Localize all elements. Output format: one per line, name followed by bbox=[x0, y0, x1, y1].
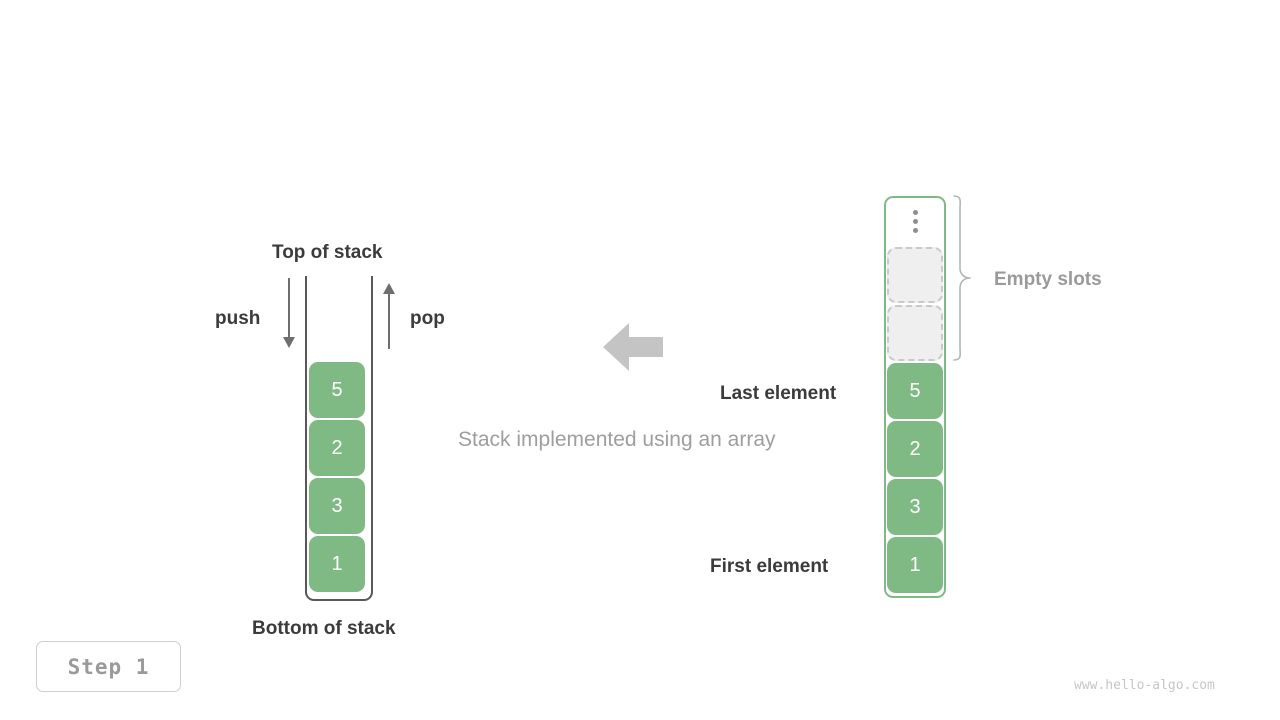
step-badge: Step 1 bbox=[36, 641, 181, 692]
array-empty-slot bbox=[887, 305, 943, 361]
stack-container bbox=[305, 276, 373, 601]
array-cell: 1 bbox=[887, 537, 943, 593]
first-element-label: First element bbox=[710, 556, 829, 577]
stack-cell: 1 bbox=[309, 536, 365, 592]
arrow-left-icon bbox=[603, 321, 663, 373]
stack-cell: 3 bbox=[309, 478, 365, 534]
last-element-label: Last element bbox=[720, 383, 837, 404]
empty-slots-label: Empty slots bbox=[994, 269, 1102, 290]
array-cell-list: 5 2 3 1 bbox=[887, 247, 943, 595]
array-cell: 5 bbox=[887, 363, 943, 419]
stack-cell: 2 bbox=[309, 420, 365, 476]
diagram-caption: Stack implemented using an array bbox=[458, 428, 776, 451]
pop-label: pop bbox=[410, 308, 445, 329]
push-label: push bbox=[215, 308, 261, 329]
step-badge-label: Step 1 bbox=[67, 654, 150, 679]
bottom-of-stack-label: Bottom of stack bbox=[252, 618, 396, 639]
array-cell: 3 bbox=[887, 479, 943, 535]
stack-cell-list: 5 2 3 1 bbox=[309, 362, 369, 594]
top-of-stack-label: Top of stack bbox=[272, 242, 383, 263]
curly-brace-icon bbox=[950, 194, 974, 362]
array-cell: 2 bbox=[887, 421, 943, 477]
vertical-ellipsis-icon bbox=[884, 196, 946, 246]
stack-cell: 5 bbox=[309, 362, 365, 418]
watermark: www.hello-algo.com bbox=[1074, 678, 1215, 693]
array-empty-slot bbox=[887, 247, 943, 303]
